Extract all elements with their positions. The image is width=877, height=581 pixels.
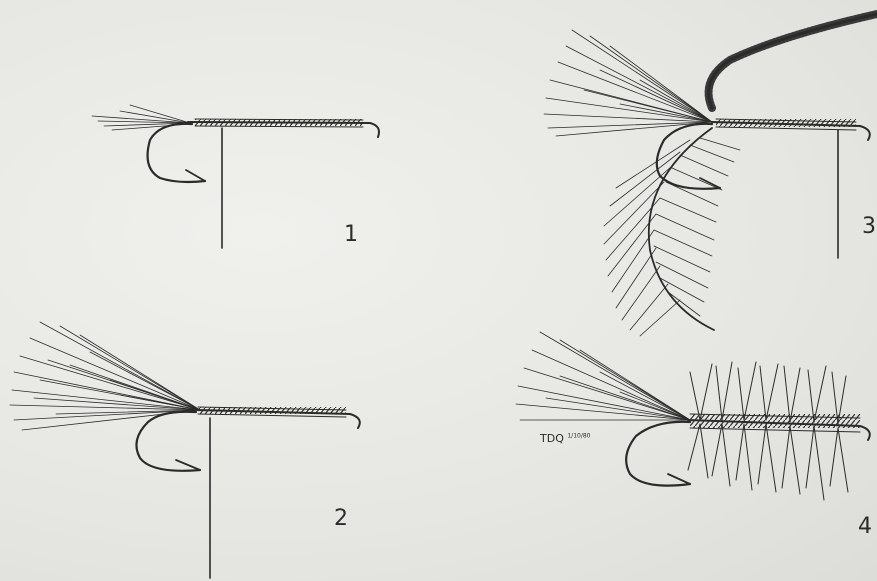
- artist-signature: TDQ 1/10/80: [540, 432, 591, 445]
- step-1-number: 1: [344, 224, 358, 246]
- step-3-chenille: [709, 14, 877, 108]
- step-1-fly-drawing: [92, 105, 379, 248]
- step-4-number: 4: [858, 516, 872, 538]
- signature-date: 1/10/80: [567, 432, 590, 439]
- step-4-fly-drawing: [516, 332, 870, 500]
- artist-initials: TDQ: [540, 432, 564, 445]
- step-1-tail: [92, 105, 190, 130]
- step-3-number: 3: [862, 216, 876, 238]
- step-4-tail: [516, 332, 690, 420]
- step-2-fly-drawing: [10, 322, 360, 578]
- step-3-hackle-feather: [604, 128, 740, 336]
- step-3-fly-drawing: [544, 14, 877, 336]
- step-2-number: 2: [334, 508, 348, 530]
- step-3-tail: [544, 30, 712, 136]
